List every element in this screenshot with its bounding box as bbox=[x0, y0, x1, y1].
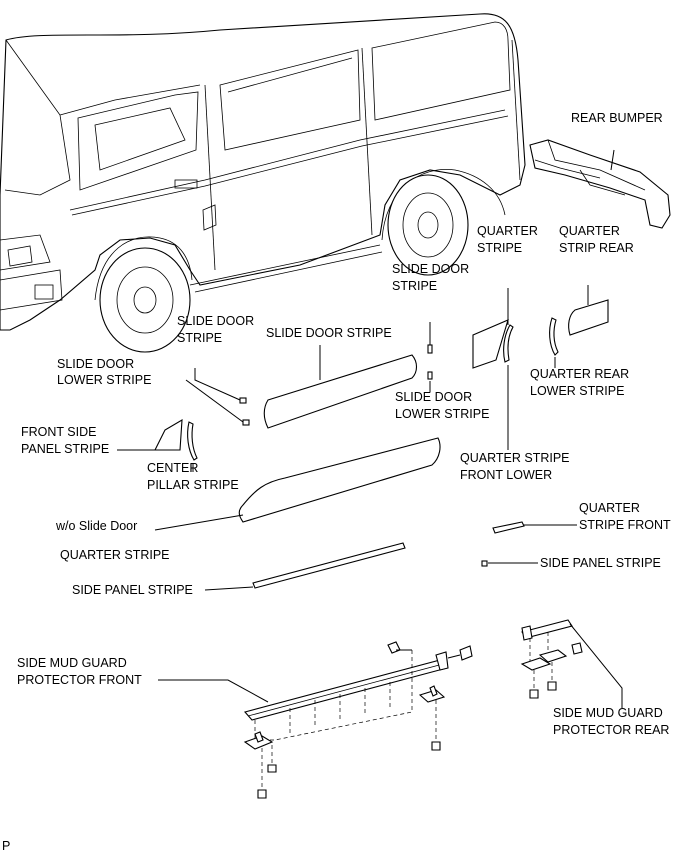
quarter-stripe-front-lower-part bbox=[503, 324, 514, 363]
leader-wo-slide-door bbox=[154, 514, 244, 531]
side-panel-stripe-small-part bbox=[481, 560, 488, 567]
label-quarter-stripe-front-lower-line1: QUARTER STRIPE bbox=[460, 451, 570, 465]
label-slide-door-stripe-top-line2: STRIPE bbox=[392, 279, 437, 293]
label-center-pillar-line1: CENTER bbox=[147, 461, 198, 475]
label-quarter-strip-rear-line2: STRIP REAR bbox=[559, 241, 634, 255]
label-side-mud-front-line1: SIDE MUD GUARD bbox=[17, 656, 127, 670]
label-front-side-panel-line2: PANEL STRIPE bbox=[21, 442, 109, 456]
label-slide-door-lower-right-line2: LOWER STRIPE bbox=[395, 407, 489, 421]
label-slide-door-lower-right-line1: SLIDE DOOR bbox=[395, 390, 472, 404]
label-slide-door-stripe-mid: SLIDE DOOR STRIPE bbox=[266, 326, 392, 340]
slide-door-stripe-left-part bbox=[239, 397, 247, 404]
side-panel-stripe-part bbox=[252, 542, 406, 589]
label-slide-door-lower-left-line2: LOWER STRIPE bbox=[57, 373, 151, 387]
front-side-panel-stripe-part bbox=[154, 418, 183, 451]
slide-door-lower-stripe-right-part bbox=[427, 371, 433, 380]
label-front-side-panel-line1: FRONT SIDE bbox=[21, 425, 96, 439]
label-quarter-rear-lower-line2: LOWER STRIPE bbox=[530, 384, 624, 398]
quarter-rear-lower-stripe-part bbox=[549, 317, 559, 356]
side-mud-guard-rear-part bbox=[520, 619, 583, 699]
wo-slide-door-quarter-stripe-part bbox=[238, 437, 441, 523]
leader-side-mud-rear bbox=[569, 623, 623, 708]
label-slide-door-stripe-left-line2: STRIPE bbox=[177, 331, 222, 345]
side-mud-guard-front-part bbox=[243, 641, 473, 799]
slide-door-stripe-mid-part bbox=[263, 354, 418, 429]
quarter-stripe-front-part bbox=[492, 521, 525, 534]
label-side-mud-rear-line1: SIDE MUD GUARD bbox=[553, 706, 663, 720]
leader-slide-door-lower-left bbox=[185, 379, 244, 423]
label-quarter-stripe-bottom: QUARTER STRIPE bbox=[60, 548, 170, 562]
label-side-panel-stripe-left: SIDE PANEL STRIPE bbox=[72, 583, 193, 597]
label-side-mud-rear-line2: PROTECTOR REAR bbox=[553, 723, 669, 737]
label-slide-door-stripe-left-line1: SLIDE DOOR bbox=[177, 314, 254, 328]
leader-side-panel-stripe-left bbox=[204, 586, 254, 591]
quarter-strip-rear-part bbox=[568, 299, 609, 336]
label-quarter-stripe-front-line2: STRIPE FRONT bbox=[579, 518, 671, 532]
label-quarter-stripe-line1: QUARTER bbox=[477, 224, 538, 238]
slide-door-lower-stripe-left-part bbox=[242, 419, 250, 426]
label-rear-bumper: REAR BUMPER bbox=[571, 111, 663, 125]
label-quarter-strip-rear-line1: QUARTER bbox=[559, 224, 620, 238]
quarter-stripe-part bbox=[472, 319, 509, 369]
rear-bumper-part bbox=[529, 139, 671, 229]
center-pillar-stripe-part bbox=[187, 421, 198, 461]
label-quarter-stripe-front-lower-line2: FRONT LOWER bbox=[460, 468, 552, 482]
label-quarter-rear-lower-line1: QUARTER REAR bbox=[530, 367, 629, 381]
label-center-pillar-line2: PILLAR STRIPE bbox=[147, 478, 239, 492]
label-slide-door-lower-left-line1: SLIDE DOOR bbox=[57, 357, 134, 371]
label-quarter-stripe-line2: STRIPE bbox=[477, 241, 522, 255]
label-side-mud-front-line2: PROTECTOR FRONT bbox=[17, 673, 142, 687]
leader-side-mud-front bbox=[158, 679, 269, 703]
slide-door-stripe-small-part bbox=[427, 344, 433, 354]
leader-slide-door-stripe-left bbox=[194, 368, 241, 401]
page-marker: P bbox=[2, 839, 10, 853]
van-illustration bbox=[0, 13, 526, 353]
label-quarter-stripe-front-line1: QUARTER bbox=[579, 501, 640, 515]
label-slide-door-stripe-top-line1: SLIDE DOOR bbox=[392, 262, 469, 276]
label-side-panel-stripe-right: SIDE PANEL STRIPE bbox=[540, 556, 661, 570]
label-wo-slide-door: w/o Slide Door bbox=[55, 519, 137, 533]
